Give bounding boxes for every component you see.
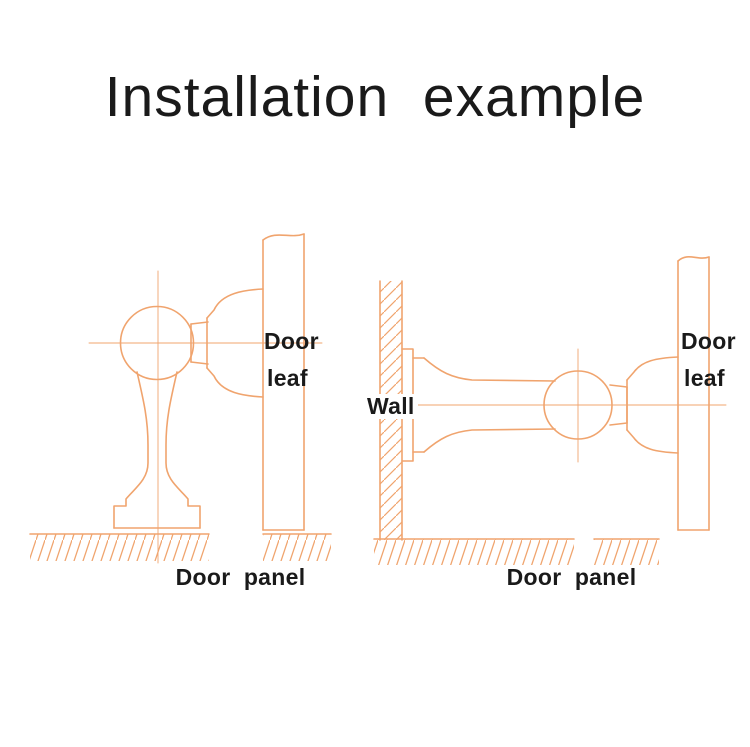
right-centerlines xyxy=(401,348,727,463)
left-door-leaf-label-line2: leaf xyxy=(267,365,308,391)
left-door-catch-cup-drawing xyxy=(190,288,264,398)
left-floor-stand-drawing xyxy=(113,371,201,529)
wall-label: Wall xyxy=(364,394,418,419)
right-door-panel-label: Door panel xyxy=(506,564,637,590)
right-door-leaf-label-line2: leaf xyxy=(684,365,725,391)
left-centerlines xyxy=(88,270,323,564)
right-door-leaf-label-line1: Door xyxy=(681,328,736,354)
left-door-panel-label: Door panel xyxy=(175,564,306,590)
left-ground-hatching xyxy=(29,533,332,561)
right-door-catch-cup-drawing xyxy=(609,356,679,454)
page-title: Installation example xyxy=(104,65,646,129)
right-ground-hatching xyxy=(373,538,660,565)
left-door-leaf-label-line1: Door xyxy=(264,328,319,354)
right-door-leaf-drawing xyxy=(677,256,710,531)
